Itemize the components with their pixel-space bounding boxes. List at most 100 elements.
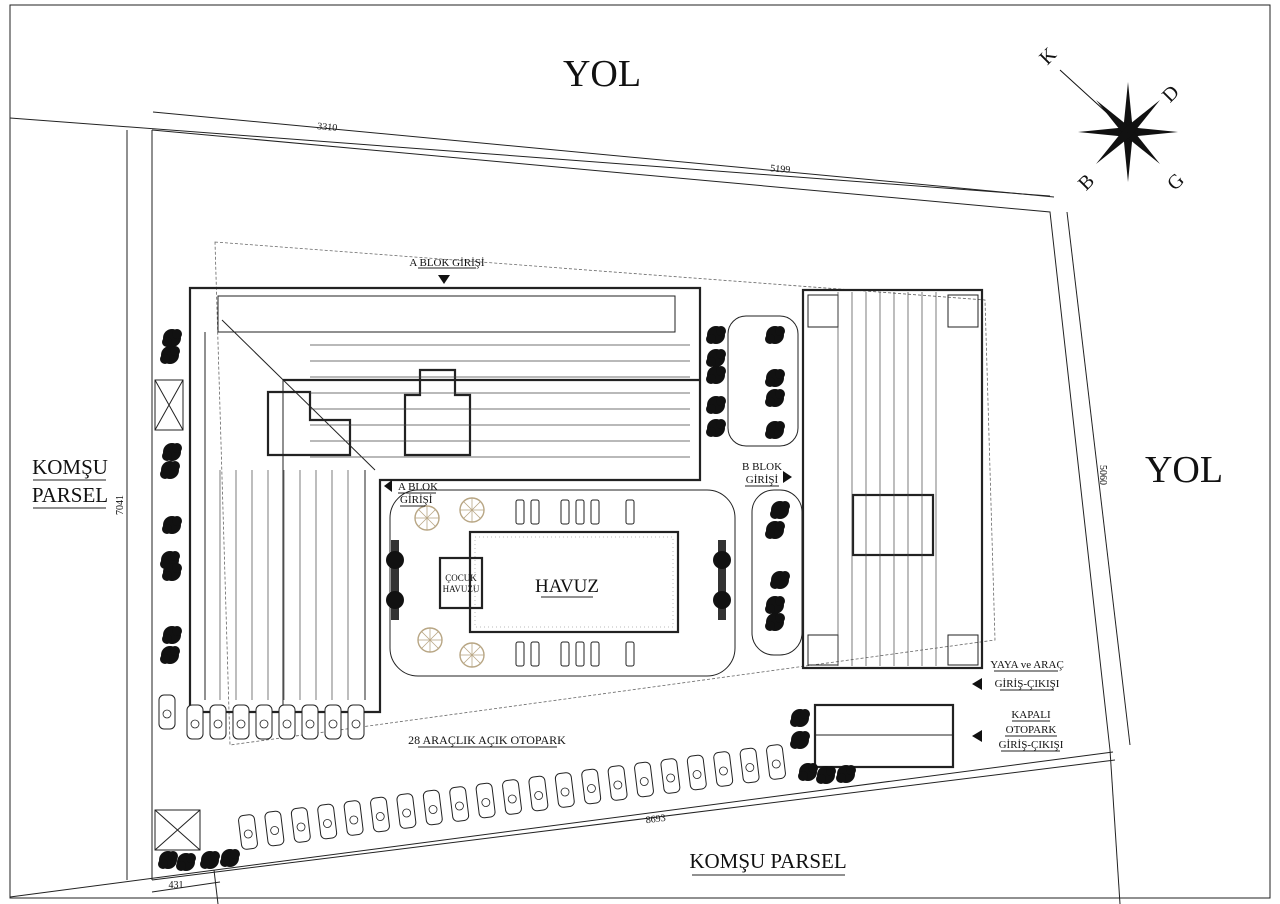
- dimension-label: 3310: [317, 121, 338, 134]
- car-icon: [422, 789, 443, 826]
- arrow-left-icon: [972, 730, 982, 742]
- compass-east-label: D: [1158, 81, 1184, 107]
- closed-parking: [813, 703, 955, 769]
- tree-icon: [765, 596, 785, 614]
- road-right-label: YOL: [1145, 449, 1223, 491]
- compass-rose-icon: [1059, 69, 1178, 182]
- tree-icon: [162, 516, 182, 534]
- pedestrian-access-label: GİRİŞ-ÇIKIŞI: [995, 678, 1060, 690]
- garage-access-label: OTOPARK: [1006, 724, 1057, 736]
- drawing-border: [9, 4, 1271, 899]
- trees: [158, 326, 856, 871]
- garage-access-label: GİRİŞ-ÇIKIŞI: [999, 739, 1064, 751]
- car-icon: [347, 704, 365, 740]
- b-block-entrance-label: GİRİŞİ: [746, 474, 779, 486]
- tree-icon: [706, 396, 726, 414]
- dimension-label: 8693: [645, 813, 666, 826]
- a-block-entrance-label: GİRİŞİ: [400, 494, 433, 506]
- tree-icon: [836, 765, 856, 783]
- kids-pool-label: ÇOCUK: [445, 573, 477, 583]
- pedestrian-access-label: YAYA ve ARAÇ: [990, 659, 1064, 671]
- tree-icon: [162, 443, 182, 461]
- tree-icon: [765, 389, 785, 407]
- b-block: [801, 288, 984, 670]
- tree-icon: [770, 501, 790, 519]
- car-icon: [713, 751, 734, 787]
- car-icon: [554, 772, 575, 808]
- neighbor-left-label: PARSEL: [32, 483, 108, 507]
- a-core-2: [403, 368, 472, 457]
- car-icon: [255, 704, 273, 740]
- tree-icon: [706, 419, 726, 437]
- tree-icon: [200, 851, 220, 869]
- car-icon: [317, 803, 338, 840]
- a-block: [188, 286, 702, 714]
- umbrella-icon: [417, 627, 443, 653]
- garage-access-label: KAPALI: [1011, 709, 1051, 721]
- sun-lounger-icon: [625, 641, 635, 667]
- dimension-label: 5199: [770, 163, 791, 176]
- dimension-label: 7041: [115, 495, 126, 515]
- palm-tree-icon: [386, 540, 404, 580]
- kids-pool: [438, 556, 484, 610]
- b-core: [851, 493, 935, 557]
- car-icon: [502, 779, 522, 815]
- car-icon: [739, 747, 760, 784]
- tree-icon: [765, 326, 785, 344]
- arrow-left-icon: [972, 678, 982, 690]
- tree-icon: [790, 709, 810, 727]
- car-icon: [686, 754, 707, 791]
- tree-icon: [706, 326, 726, 344]
- car-icon: [766, 744, 786, 780]
- sun-lounger-icon: [515, 499, 525, 525]
- car-icon: [581, 768, 602, 805]
- sun-lounger-icon: [560, 499, 570, 525]
- car-icon: [324, 704, 342, 740]
- tree-icon: [162, 626, 182, 644]
- umbrella-icon: [459, 642, 485, 668]
- car-icon: [186, 704, 204, 740]
- car-icon: [396, 793, 417, 829]
- pool-deck: [389, 489, 736, 677]
- tree-icon: [790, 731, 810, 749]
- neighbor-bottom-label: KOMŞU PARSEL: [689, 849, 846, 873]
- main-pool: [468, 530, 680, 634]
- palm-tree-icon: [386, 580, 404, 620]
- sun-lounger-icon: [590, 641, 600, 667]
- tree-icon: [765, 369, 785, 387]
- car-icon: [301, 704, 319, 740]
- dimension-label: 431: [169, 880, 184, 891]
- tree-icon: [765, 521, 785, 539]
- tree-icon: [765, 613, 785, 631]
- parcel-boundary: [9, 111, 1131, 904]
- car-icon: [264, 810, 285, 847]
- arrow-left-icon: [384, 480, 392, 492]
- car-icon: [475, 782, 496, 819]
- open-parking-label: 28 ARAÇLIK AÇIK OTOPARK: [408, 733, 566, 747]
- car-icon: [158, 694, 176, 730]
- b-block-entrance-label: B BLOK: [742, 461, 782, 473]
- tree-icon: [220, 849, 240, 867]
- sun-lounger-icon: [530, 641, 540, 667]
- car-icon: [343, 800, 364, 836]
- tree-icon: [158, 851, 178, 869]
- tree-icon: [176, 853, 196, 871]
- tree-icon: [160, 346, 180, 364]
- compass-north-label: K: [1035, 43, 1061, 69]
- car-icon: [634, 761, 654, 798]
- tree-icon: [770, 571, 790, 589]
- sun-loungers: [515, 499, 635, 667]
- dimension-label: 5060: [1097, 465, 1108, 485]
- tree-icon: [706, 349, 726, 367]
- arrow-down-icon: [438, 275, 450, 284]
- palm-tree-icon: [713, 580, 731, 620]
- setback-line: [214, 241, 996, 746]
- parking-spaces: [158, 694, 786, 850]
- sun-lounger-icon: [515, 641, 525, 667]
- sun-lounger-icon: [625, 499, 635, 525]
- palm-tree-icon: [713, 540, 731, 580]
- utility-box: [154, 379, 184, 431]
- car-icon: [290, 807, 311, 843]
- sun-lounger-icon: [575, 641, 585, 667]
- tree-icon: [798, 763, 818, 781]
